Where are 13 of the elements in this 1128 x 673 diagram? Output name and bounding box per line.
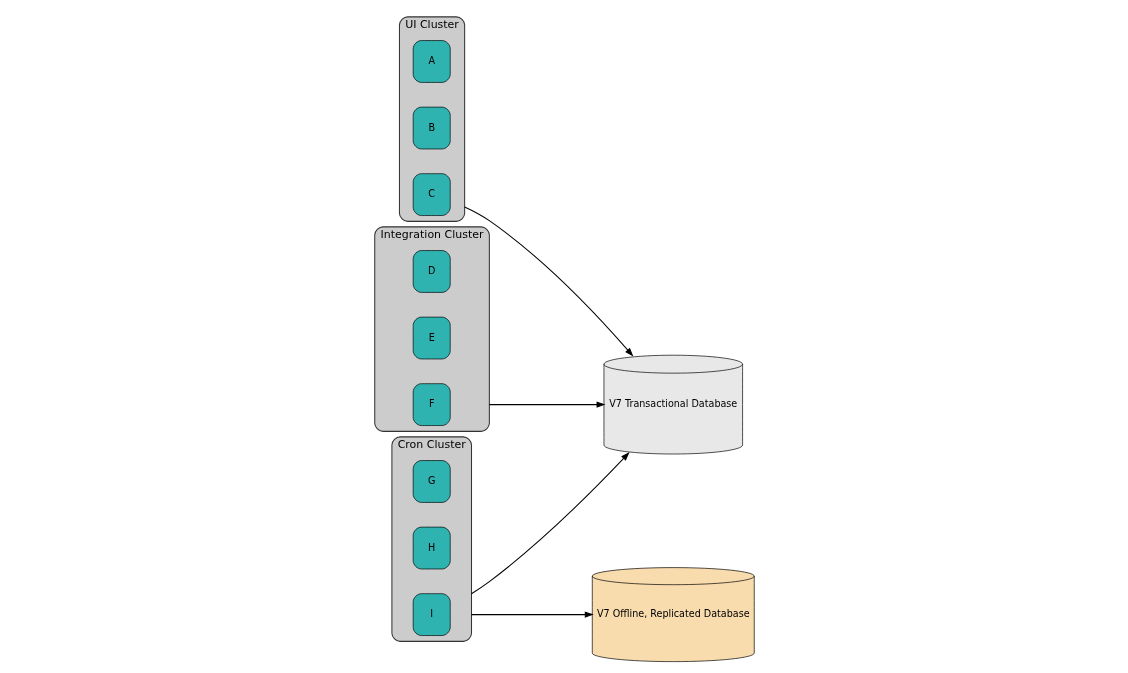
node-box: H <box>412 526 451 570</box>
arrow <box>488 401 605 408</box>
node-box: C <box>412 173 451 216</box>
node-box: B <box>412 106 451 150</box>
node-box: D <box>412 250 451 293</box>
arrow <box>470 611 594 618</box>
node-box: A <box>412 40 451 83</box>
node-box: G <box>412 460 451 503</box>
node-box: E <box>412 316 451 360</box>
node-box: I <box>412 593 451 636</box>
arrow <box>463 206 633 357</box>
arrow <box>470 452 630 595</box>
node-box: F <box>412 383 451 426</box>
